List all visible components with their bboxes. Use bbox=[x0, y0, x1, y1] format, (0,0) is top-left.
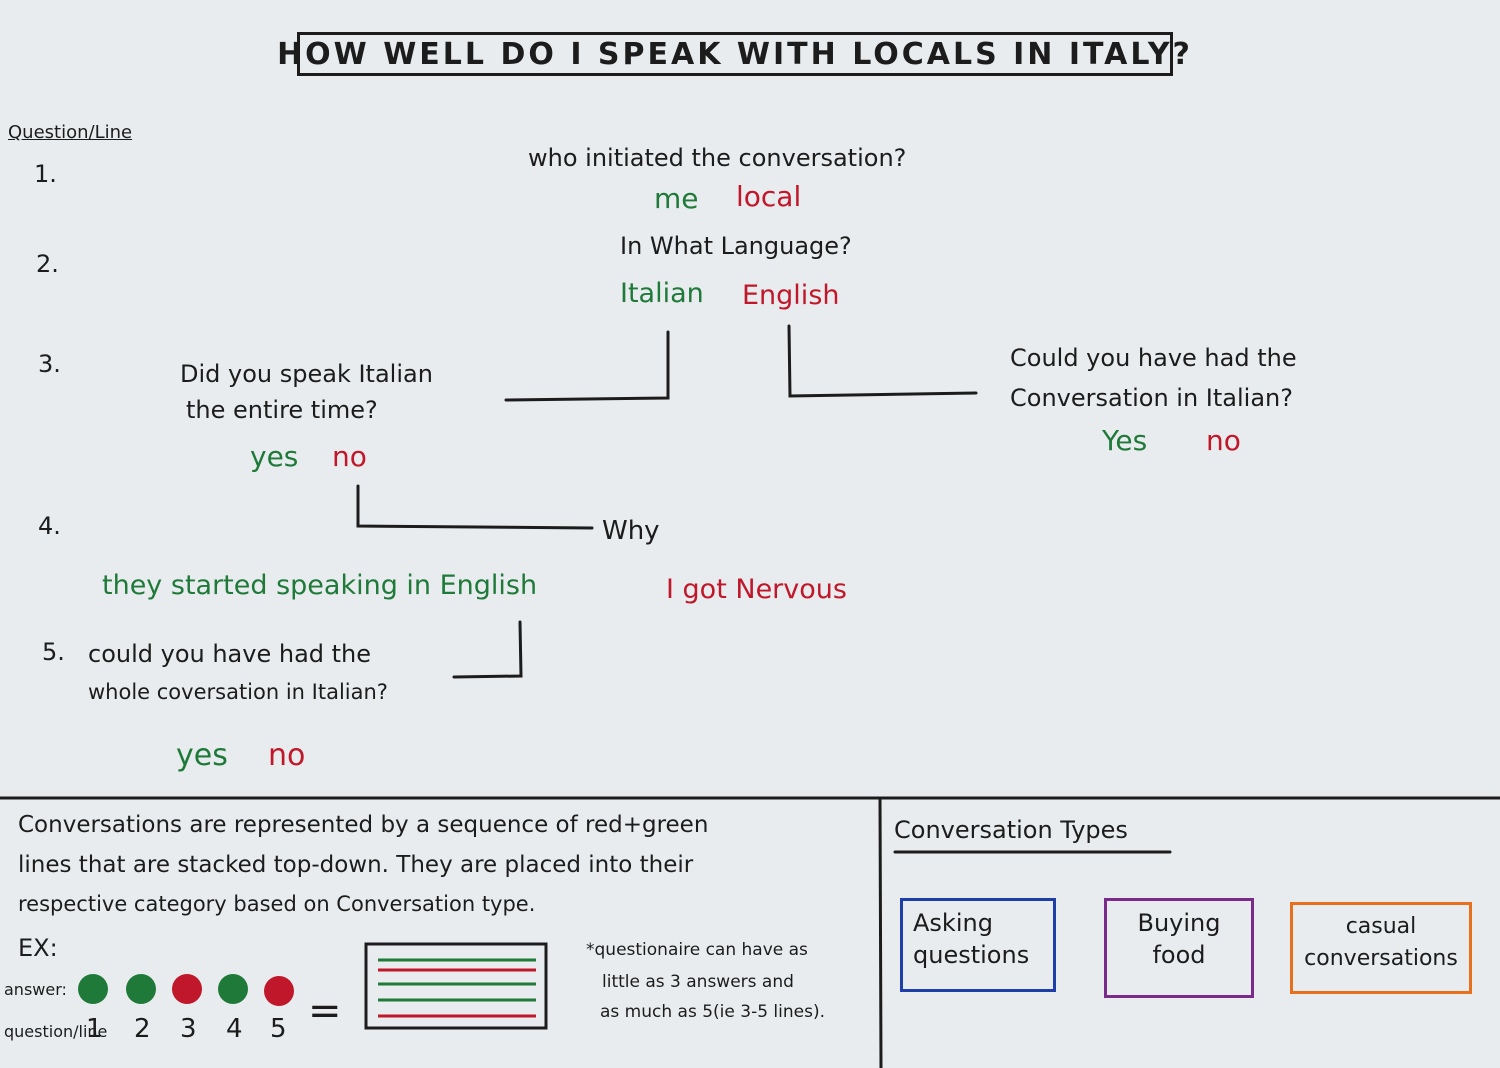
section-divider-vertical bbox=[878, 796, 883, 1068]
note-line-1: *questionaire can have as bbox=[586, 940, 808, 960]
q5-answer-no: no bbox=[268, 738, 306, 773]
q2-answer-english: English bbox=[742, 280, 840, 311]
example-question-number-2: 2 bbox=[134, 1014, 151, 1044]
question-1-text: who initiated the conversation? bbox=[528, 144, 907, 172]
question-3-left-line2: the entire time? bbox=[186, 396, 378, 424]
example-box-outline bbox=[364, 942, 548, 1030]
example-question-number-3: 3 bbox=[180, 1014, 197, 1044]
type-buying-food: Buying food bbox=[1104, 898, 1254, 998]
question-5-line1: could you have had the bbox=[88, 640, 372, 668]
connector-english-to-q3-right bbox=[787, 324, 978, 398]
example-question-number-5: 5 bbox=[270, 1014, 287, 1044]
question-number-3: 3. bbox=[38, 350, 61, 378]
example-answer-dot-1 bbox=[78, 974, 108, 1004]
question-number-5: 5. bbox=[42, 638, 65, 666]
type-casual-conversations: casual conversations bbox=[1290, 902, 1472, 994]
q5-answer-yes: yes bbox=[176, 738, 228, 773]
example-answer-dot-3 bbox=[172, 974, 202, 1004]
page-title: HOW WELL DO I SPEAK WITH LOCALS IN ITALY… bbox=[277, 32, 1190, 76]
q3-right-answer-no: no bbox=[1206, 424, 1241, 457]
q3-right-answer-yes: Yes bbox=[1102, 424, 1148, 457]
connector-to-q5 bbox=[452, 620, 523, 679]
question-5-line2: whole coversation in Italian? bbox=[88, 680, 388, 704]
connector-no-to-why bbox=[356, 484, 594, 530]
types-title: Conversation Types bbox=[894, 816, 1128, 844]
example-label: EX: bbox=[18, 934, 58, 962]
question-number-4: 4. bbox=[38, 512, 61, 540]
type-asking-questions: Asking questions bbox=[900, 898, 1056, 992]
example-answer-dot-2 bbox=[126, 974, 156, 1004]
example-answer-dot-4 bbox=[218, 974, 248, 1004]
q4-answer-started-english: they started speaking in English bbox=[102, 570, 538, 601]
type-buying-label: Buying food bbox=[1137, 909, 1221, 969]
note-line-3: as much as 5(ie 3-5 lines). bbox=[600, 1002, 825, 1022]
question-4-text: Why bbox=[602, 516, 660, 546]
type-asking-label: Asking questions bbox=[913, 909, 1030, 969]
q3-left-answer-no: no bbox=[332, 440, 367, 473]
description-line-2: lines that are stacked top-down. They ar… bbox=[18, 852, 694, 878]
description-line-1: Conversations are represented by a seque… bbox=[18, 812, 709, 838]
q1-answer-local: local bbox=[736, 180, 802, 213]
equals-sign: = bbox=[308, 988, 342, 1034]
example-question-number-1: 1 bbox=[86, 1014, 103, 1044]
question-2-text: In What Language? bbox=[620, 232, 852, 260]
column-header: Question/Line bbox=[8, 122, 133, 143]
connector-italian-to-q3-left bbox=[504, 330, 670, 402]
q1-answer-me: me bbox=[654, 182, 699, 215]
description-line-3: respective category based on Conversatio… bbox=[18, 892, 536, 916]
note-line-2: little as 3 answers and bbox=[602, 972, 794, 992]
question-3-left-line1: Did you speak Italian bbox=[180, 360, 433, 388]
question-3-right-line1: Could you have had the bbox=[1010, 344, 1297, 372]
question-number-2: 2. bbox=[36, 250, 59, 278]
example-question-number-4: 4 bbox=[226, 1014, 243, 1044]
q4-answer-nervous: I got Nervous bbox=[666, 574, 847, 605]
question-3-right-line2: Conversation in Italian? bbox=[1010, 384, 1293, 412]
example-answer-dot-5 bbox=[264, 976, 294, 1006]
answer-label: answer: bbox=[4, 980, 67, 999]
q3-left-answer-yes: yes bbox=[250, 440, 299, 473]
question-number-1: 1. bbox=[34, 160, 57, 188]
type-casual-label: casual conversations bbox=[1304, 914, 1458, 971]
q2-answer-italian: Italian bbox=[620, 278, 704, 309]
